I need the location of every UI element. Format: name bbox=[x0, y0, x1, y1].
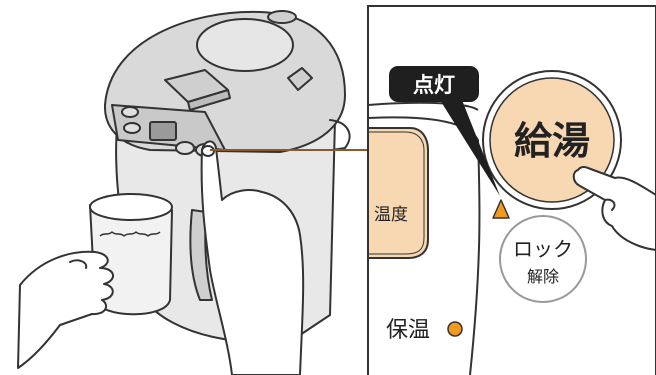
hand-icon bbox=[200, 140, 305, 375]
hand-icon bbox=[572, 165, 656, 251]
lamp-triangle-icon bbox=[492, 199, 510, 219]
callout-lit-text: 点灯 bbox=[413, 73, 455, 97]
temp-button-label: 温度 bbox=[374, 205, 408, 225]
lock-release-button[interactable] bbox=[499, 215, 587, 303]
lock-release-label-line2: 解除 bbox=[527, 267, 559, 286]
kyuuyu-button-label: 給湯 bbox=[514, 119, 590, 163]
lamp-dot-icon bbox=[447, 321, 463, 337]
callout-lit bbox=[389, 66, 500, 196]
temp-button[interactable] bbox=[367, 127, 429, 259]
hand-icon bbox=[17, 250, 114, 369]
hoon-label: 保温 bbox=[386, 318, 430, 343]
lock-release-label-line1: ロック bbox=[513, 237, 573, 261]
